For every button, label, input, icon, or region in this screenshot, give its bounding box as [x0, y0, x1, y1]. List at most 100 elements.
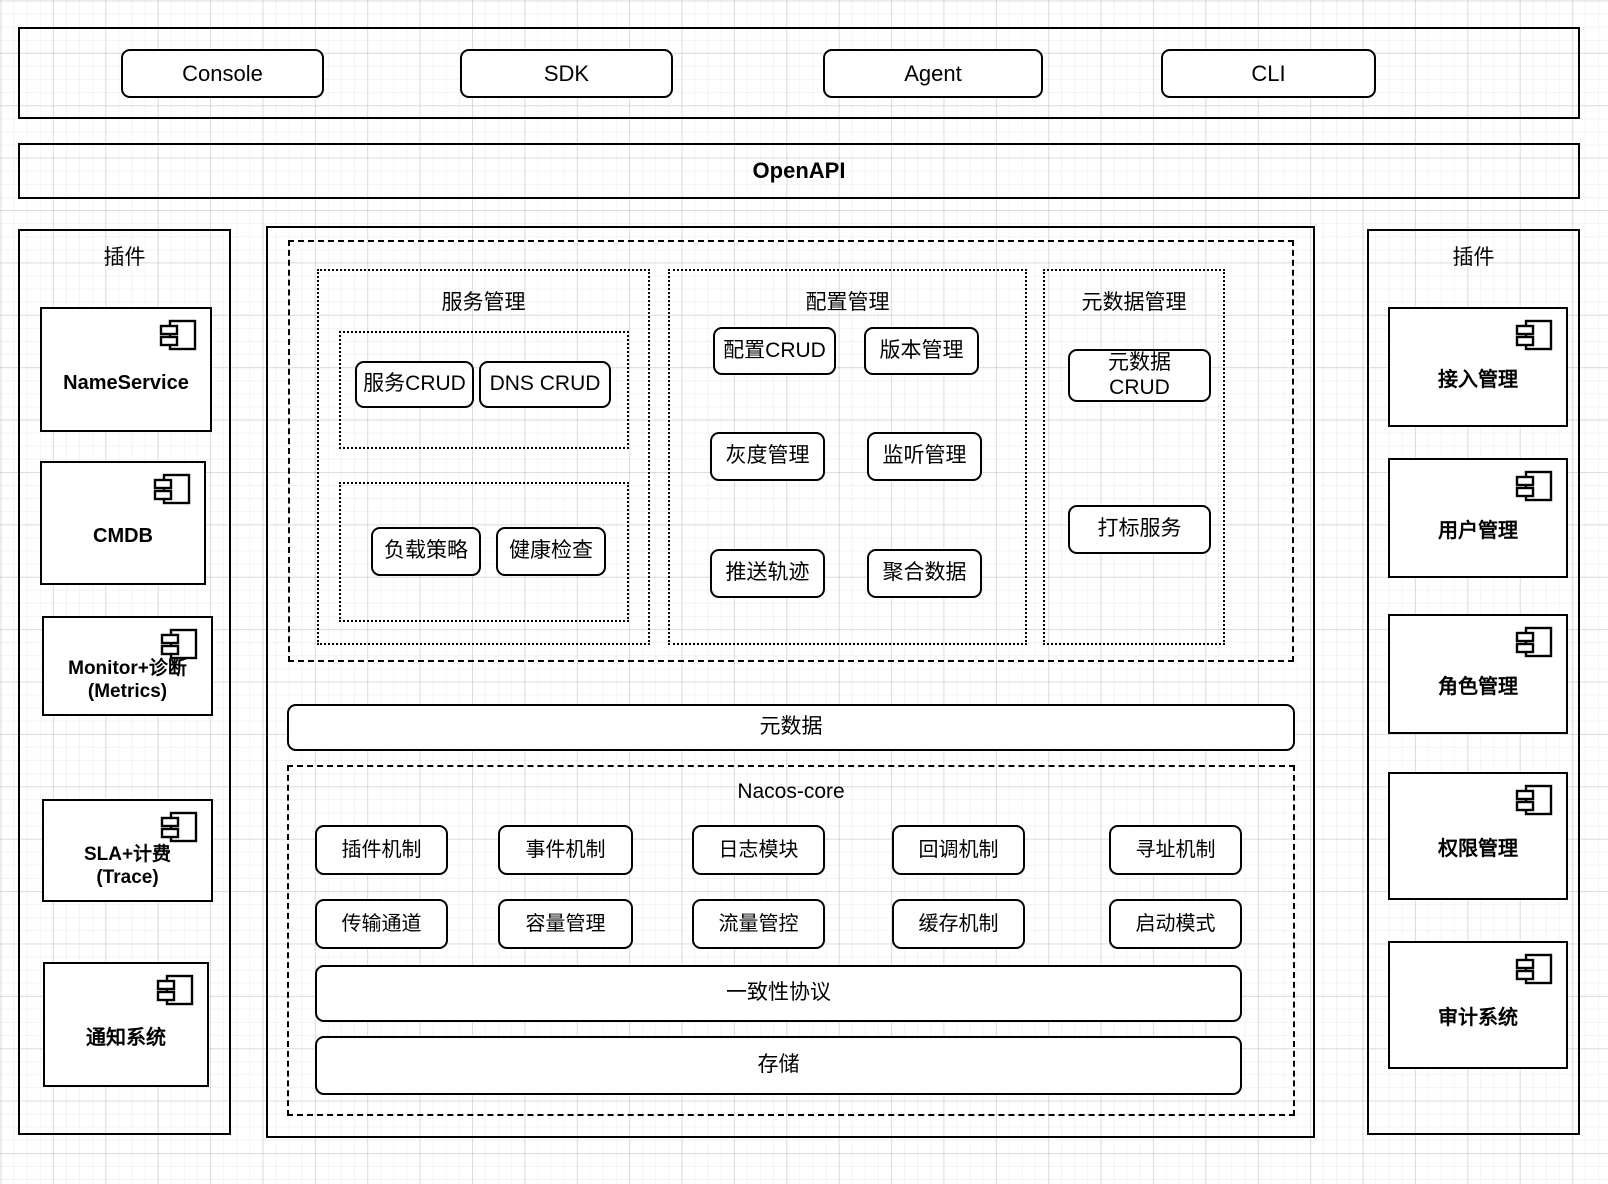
plugin-label: 接入管理: [1438, 369, 1518, 391]
core-label: 缓存机制: [918, 912, 999, 935]
plugin-card-sla[interactable]: SLA+计费 (Trace): [42, 799, 213, 902]
plugin-label-line2: (Trace): [96, 866, 159, 888]
push-trace-box[interactable]: 推送轨迹: [710, 549, 825, 598]
core-box-startup-mode[interactable]: 启动模式: [1109, 899, 1242, 949]
core-box-cache-mechanism[interactable]: 缓存机制: [892, 899, 1025, 949]
core-box-log-module[interactable]: 日志模块: [692, 825, 825, 875]
service-management-group-2: 负载策略 健康检查: [339, 482, 629, 622]
core-label: 插件机制: [341, 838, 422, 861]
plugin-label-line2: (Metrics): [87, 681, 168, 702]
client-box-agent[interactable]: Agent: [823, 49, 1043, 98]
client-box-console[interactable]: Console: [121, 49, 324, 98]
core-box-event-mechanism[interactable]: 事件机制: [498, 825, 633, 875]
uml-component-icon: [1515, 784, 1553, 821]
tagging-service-box[interactable]: 打标服务: [1068, 505, 1211, 554]
uml-component-icon: [1515, 470, 1553, 507]
left-plugin-panel: 插件 NameService CMDB: [18, 229, 231, 1135]
version-management-box[interactable]: 版本管理: [864, 327, 979, 375]
openapi-label: OpenAPI: [752, 158, 846, 183]
core-box-addressing-mechanism[interactable]: 寻址机制: [1109, 825, 1242, 875]
metadata-bar[interactable]: 元数据: [287, 704, 1295, 751]
right-plugin-panel-title: 插件: [1452, 246, 1495, 269]
listen-management-box[interactable]: 监听管理: [867, 432, 982, 481]
storage-label: 存储: [757, 1053, 800, 1077]
nacos-core-container: Nacos-core 插件机制 事件机制 日志模块 回调机制 寻址机制 传输通道…: [287, 765, 1295, 1116]
uml-component-icon: [1515, 626, 1553, 663]
plugin-card-access-management[interactable]: 接入管理: [1388, 307, 1568, 427]
plugin-card-user-management[interactable]: 用户管理: [1388, 458, 1568, 578]
uml-component-icon: [1515, 953, 1553, 990]
core-label: 传输通道: [341, 912, 422, 935]
plugin-label: 审计系统: [1438, 1007, 1518, 1029]
uml-component-icon: [160, 811, 198, 848]
consistency-protocol-box[interactable]: 一致性协议: [315, 965, 1242, 1022]
uml-component-icon: [159, 319, 197, 356]
uml-component-icon: [156, 974, 194, 1011]
plugin-card-audit-system[interactable]: 审计系统: [1388, 941, 1568, 1069]
client-label-sdk: SDK: [543, 60, 590, 86]
metadata-crud-label-line2: CRUD: [1109, 375, 1170, 399]
service-management-section: 服务管理 服务CRUD DNS CRUD 负载策略 健康检查: [317, 269, 650, 645]
core-label: 事件机制: [525, 838, 606, 861]
gray-management-box[interactable]: 灰度管理: [710, 432, 825, 481]
config-crud-label: 配置CRUD: [723, 338, 826, 362]
aggregate-data-box[interactable]: 聚合数据: [867, 549, 982, 598]
plugin-label-line1: Monitor+诊断: [68, 658, 187, 680]
right-plugin-panel: 插件 接入管理 用户管理 角色管理: [1367, 229, 1580, 1135]
service-crud-label: 服务CRUD: [363, 372, 466, 396]
plugin-card-notification[interactable]: 通知系统: [43, 962, 209, 1087]
plugin-label: 权限管理: [1438, 838, 1518, 860]
plugin-card-cmdb[interactable]: CMDB: [40, 461, 206, 585]
client-box-cli[interactable]: CLI: [1161, 49, 1376, 98]
client-bar: Console SDK Agent CLI: [18, 27, 1580, 119]
load-policy-box[interactable]: 负载策略: [371, 527, 481, 576]
gray-management-label: 灰度管理: [725, 444, 810, 468]
version-management-label: 版本管理: [879, 338, 964, 362]
core-label: 启动模式: [1135, 912, 1216, 935]
uml-component-icon: [1515, 319, 1553, 356]
nacos-core-title: Nacos-core: [737, 780, 845, 803]
client-box-sdk[interactable]: SDK: [460, 49, 673, 98]
plugin-card-nameservice[interactable]: NameService: [40, 307, 212, 432]
plugin-label: CMDB: [93, 525, 153, 547]
metadata-crud-box[interactable]: 元数据 CRUD: [1068, 349, 1211, 402]
plugin-card-role-management[interactable]: 角色管理: [1388, 614, 1568, 734]
aggregate-data-label: 聚合数据: [882, 561, 967, 585]
listen-management-label: 监听管理: [882, 444, 967, 468]
metadata-management-section: 元数据管理 元数据 CRUD 打标服务: [1043, 269, 1225, 645]
core-box-callback-mechanism[interactable]: 回调机制: [892, 825, 1025, 875]
storage-box[interactable]: 存储: [315, 1036, 1242, 1095]
core-label: 容量管理: [525, 912, 606, 935]
core-label: 回调机制: [918, 838, 999, 861]
core-label: 寻址机制: [1135, 838, 1216, 861]
uml-component-icon: [160, 628, 198, 665]
metadata-bar-label: 元数据: [759, 715, 823, 739]
functional-modules-container: 服务管理 服务CRUD DNS CRUD 负载策略 健康检查 配置管理: [288, 240, 1294, 662]
core-box-transport-channel[interactable]: 传输通道: [315, 899, 448, 949]
plugin-label: 角色管理: [1438, 676, 1518, 698]
dns-crud-box[interactable]: DNS CRUD: [479, 361, 611, 408]
plugin-label: 用户管理: [1438, 520, 1518, 542]
plugin-card-permission-management[interactable]: 权限管理: [1388, 772, 1568, 900]
core-box-capacity-management[interactable]: 容量管理: [498, 899, 633, 949]
push-trace-label: 推送轨迹: [725, 561, 810, 585]
health-check-label: 健康检查: [509, 539, 593, 563]
left-plugin-panel-title: 插件: [103, 246, 146, 269]
core-box-plugin-mechanism[interactable]: 插件机制: [315, 825, 448, 875]
plugin-card-monitor[interactable]: Monitor+诊断 (Metrics): [42, 616, 213, 716]
plugin-label-line1: SLA+计费: [83, 843, 172, 865]
client-label-cli: CLI: [1251, 60, 1286, 86]
service-crud-box[interactable]: 服务CRUD: [355, 361, 474, 408]
openapi-bar: OpenAPI: [18, 143, 1580, 199]
config-management-section: 配置管理 配置CRUD 版本管理 灰度管理 监听管理 推送轨迹 聚合数据: [668, 269, 1027, 645]
core-label: 日志模块: [718, 838, 799, 861]
health-check-box[interactable]: 健康检查: [496, 527, 606, 576]
core-label: 流量管控: [718, 912, 799, 935]
config-management-title: 配置管理: [805, 291, 890, 314]
service-management-group-1: 服务CRUD DNS CRUD: [339, 331, 629, 449]
uml-component-icon: [153, 473, 191, 510]
client-label-console: Console: [182, 60, 263, 86]
core-box-traffic-control[interactable]: 流量管控: [692, 899, 825, 949]
config-crud-box[interactable]: 配置CRUD: [713, 327, 836, 375]
metadata-crud-label-line1: 元数据: [1108, 351, 1171, 375]
